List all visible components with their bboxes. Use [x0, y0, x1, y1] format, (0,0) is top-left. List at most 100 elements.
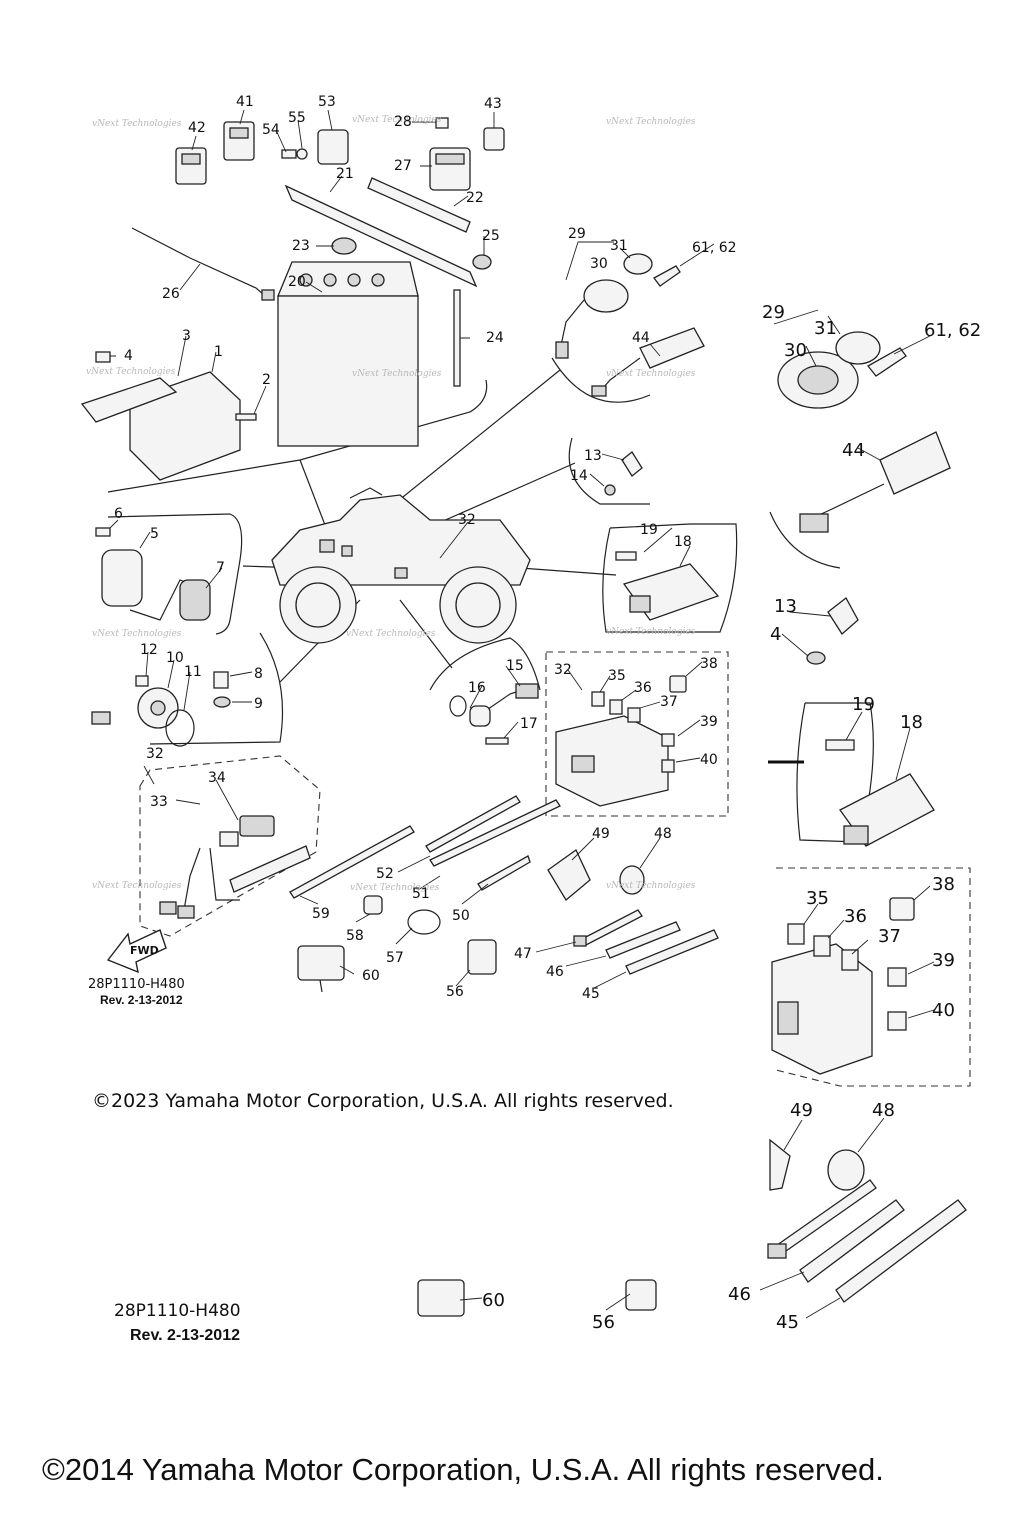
callouts-small: 41 42 53 54 55 28 43 27 21 22 23 25 20 2… — [114, 94, 737, 1002]
watermark: vNext Technologies — [606, 369, 696, 379]
cable-tie-51 — [429, 799, 561, 867]
damper-23 — [331, 237, 357, 255]
bolt-12 — [135, 675, 149, 687]
callout-8: 8 — [254, 666, 263, 682]
copyright-notice-small: ©2023 Yamaha Motor Corporation, U.S.A. A… — [92, 1090, 674, 1112]
clamp-49 — [547, 849, 591, 901]
relay-41 — [223, 121, 255, 161]
callout-13: 13 — [584, 448, 602, 464]
large-leader-lines — [459, 309, 935, 1319]
callout-5: 5 — [150, 526, 159, 542]
callout-34: 34 — [208, 770, 226, 786]
large-fuse-39 — [887, 967, 907, 987]
callout-9: 9 — [254, 696, 263, 712]
clamp-57 — [407, 909, 441, 935]
callout-23: 23 — [292, 238, 310, 254]
bolt-4 — [95, 351, 111, 363]
bolt-19 — [615, 551, 637, 561]
fuse-box-32 — [555, 715, 669, 807]
callout-46: 46 — [546, 964, 564, 980]
watermark: vNext Technologies — [606, 117, 696, 127]
large-holder-56 — [625, 1279, 657, 1311]
callout-large-35: 35 — [806, 888, 829, 909]
large-fuse-outline — [775, 867, 971, 1087]
sensor-outline — [568, 437, 650, 505]
fuses-35-37 — [591, 691, 641, 723]
callout-44: 44 — [632, 330, 650, 346]
watermarks: vNext Technologies vNext Technologies vN… — [86, 115, 696, 893]
callout-42: 42 — [188, 120, 206, 136]
large-main-switch-30 — [777, 351, 859, 409]
callout-3: 3 — [182, 328, 191, 344]
large-band-46 — [799, 1199, 905, 1283]
large-band-45 — [835, 1199, 967, 1303]
large-key-61-62 — [867, 347, 907, 377]
callout-large-60: 60 — [482, 1290, 505, 1311]
callout-26: 26 — [162, 286, 180, 302]
watermark: vNext Technologies — [346, 629, 436, 639]
callout-1: 1 — [214, 344, 223, 360]
callout-large-37: 37 — [878, 926, 901, 947]
callouts-large: 29 31 61, 62 30 44 13 4 19 18 38 35 36 3… — [482, 302, 981, 1333]
callout-large-49: 49 — [790, 1100, 813, 1121]
cable-tie-50 — [477, 855, 531, 891]
callout-31: 31 — [610, 238, 628, 254]
revision-date: Rev. 2-13-2012 — [100, 993, 183, 1007]
watermark: vNext Technologies — [352, 115, 442, 125]
large-fuse-40 — [887, 1011, 907, 1031]
callout-large-48: 48 — [872, 1100, 895, 1121]
starter-relay-27 — [429, 147, 471, 191]
clamp-48 — [619, 865, 645, 895]
callout-49: 49 — [592, 826, 610, 842]
callout-43: 43 — [484, 96, 502, 112]
callout-38: 38 — [700, 656, 718, 672]
fwd-arrow: FWD — [106, 929, 167, 974]
fwd-label: FWD — [130, 944, 159, 957]
clamp-58 — [363, 895, 383, 915]
callout-large-4: 4 — [770, 624, 781, 645]
callout-53: 53 — [318, 94, 336, 110]
washer-9 — [213, 696, 231, 708]
large-switch-outline — [769, 511, 841, 569]
callout-52: 52 — [376, 866, 394, 882]
callout-21: 21 — [336, 166, 354, 182]
reference-code: 28P1110-H480 — [88, 977, 185, 992]
callout-58: 58 — [346, 928, 364, 944]
switch-8 — [213, 671, 229, 689]
washer-55 — [296, 148, 308, 160]
callout-50: 50 — [452, 908, 470, 924]
fuse-box-outline — [545, 651, 729, 817]
battery-20 — [277, 261, 419, 447]
large-key-cap-31 — [835, 331, 881, 365]
holder-60 — [297, 945, 345, 993]
callout-41: 41 — [236, 94, 254, 110]
callout-55: 55 — [288, 110, 306, 126]
bolt-6 — [95, 527, 111, 537]
callout-25: 25 — [482, 228, 500, 244]
callout-2: 2 — [262, 372, 271, 388]
bolt-28 — [435, 117, 449, 129]
callout-large-45: 45 — [776, 1312, 799, 1333]
callout-47: 47 — [514, 946, 532, 962]
callout-large-30: 30 — [784, 340, 807, 361]
watermark: vNext Technologies — [86, 367, 176, 377]
callout-large-44: 44 — [842, 440, 865, 461]
cable-tie-52 — [425, 795, 521, 853]
callout-large-38: 38 — [932, 874, 955, 895]
large-fuse-38 — [889, 897, 915, 921]
callout-12: 12 — [140, 642, 158, 658]
ignition-coil-5 — [101, 549, 211, 621]
large-socket-44 — [799, 431, 951, 533]
sensor-13 — [604, 451, 643, 496]
callout-large-61-62: 61, 62 — [924, 320, 981, 341]
large-clamp-49 — [769, 1138, 791, 1191]
callout-7: 7 — [216, 560, 225, 576]
callout-54: 54 — [262, 122, 280, 138]
callout-35: 35 — [608, 668, 626, 684]
callout-45: 45 — [582, 986, 600, 1002]
callout-40: 40 — [700, 752, 718, 768]
callout-28: 28 — [394, 114, 412, 130]
callout-24: 24 — [486, 330, 504, 346]
fuse-39 — [661, 733, 675, 747]
